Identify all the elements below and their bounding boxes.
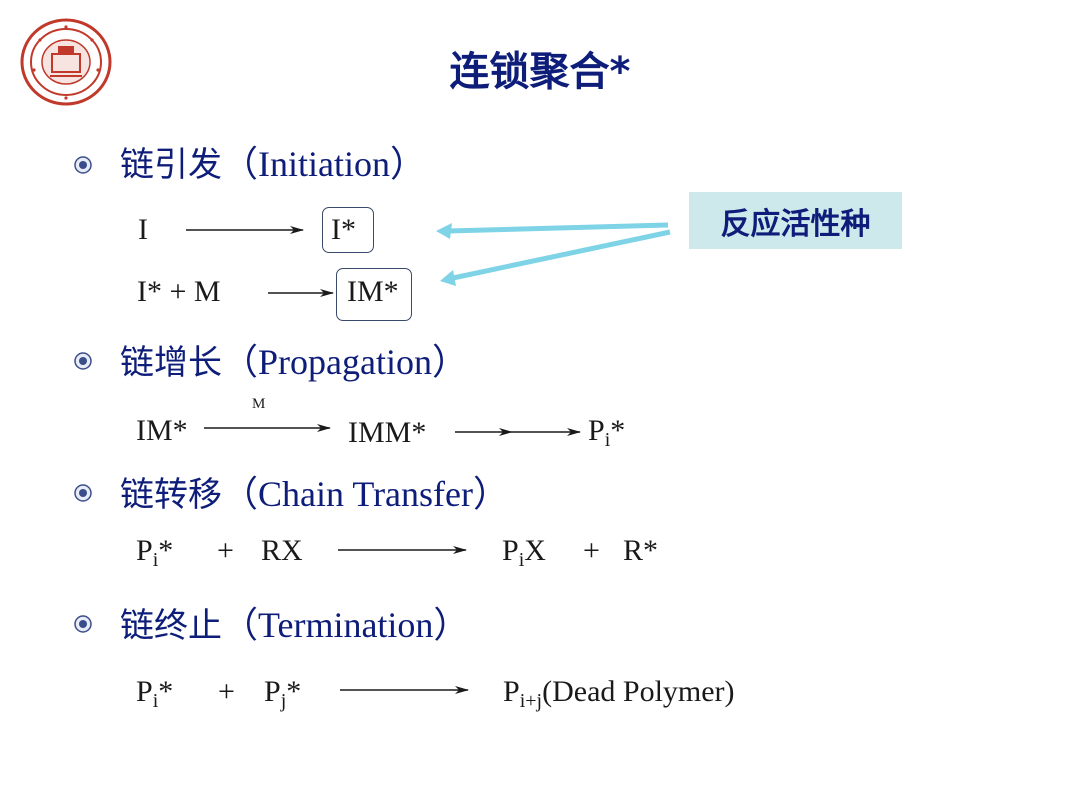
propagation-reactant: IM* (136, 414, 188, 447)
callout-pointer-arrow (452, 229, 671, 281)
transfer-plus-1: + (217, 534, 234, 567)
termination-reactant-1: Pi* (136, 675, 174, 712)
initiation-eq1-lhs: I (138, 213, 148, 246)
bullet-icon (74, 484, 92, 502)
transfer-reactant-2: RX (261, 534, 303, 567)
bullet-icon (74, 156, 92, 174)
propagation-arrow-label: M (252, 396, 266, 412)
termination-product: Pi+j(Dead Polymer) (503, 675, 735, 712)
transfer-product-2: R* (623, 534, 659, 567)
initiation-eq1-rhs: I* (331, 213, 356, 246)
termination-plus: + (218, 675, 235, 708)
page-title: 连锁聚合* (449, 49, 631, 95)
section-heading-initiation: 链引发（Initiation） (120, 144, 426, 185)
section-heading-chain-transfer: 链转移（Chain Transfer） (120, 474, 509, 515)
highlight-box-im-star (336, 268, 412, 321)
initiation-eq2-lhs: I* + M (137, 275, 221, 308)
propagation-intermediate: IMM* (348, 416, 427, 449)
initiation-eq2-rhs: IM* (347, 275, 399, 308)
reactive-species-callout: 反应活性种 (689, 192, 902, 249)
transfer-plus-2: + (583, 534, 600, 567)
highlight-box-i-star (322, 207, 374, 253)
section-heading-termination: 链终止（Termination） (120, 605, 470, 646)
propagation-product: Pi* (588, 414, 626, 451)
transfer-product-1: PiX (502, 534, 546, 571)
bullet-icon (74, 615, 92, 633)
termination-reactant-2: Pj* (264, 675, 302, 712)
callout-pointer-arrow (447, 222, 669, 234)
section-heading-propagation: 链增长（Propagation） (120, 342, 468, 383)
transfer-reactant-1: Pi* (136, 534, 174, 571)
bullet-icon (74, 352, 92, 370)
university-seal-icon (20, 18, 112, 106)
